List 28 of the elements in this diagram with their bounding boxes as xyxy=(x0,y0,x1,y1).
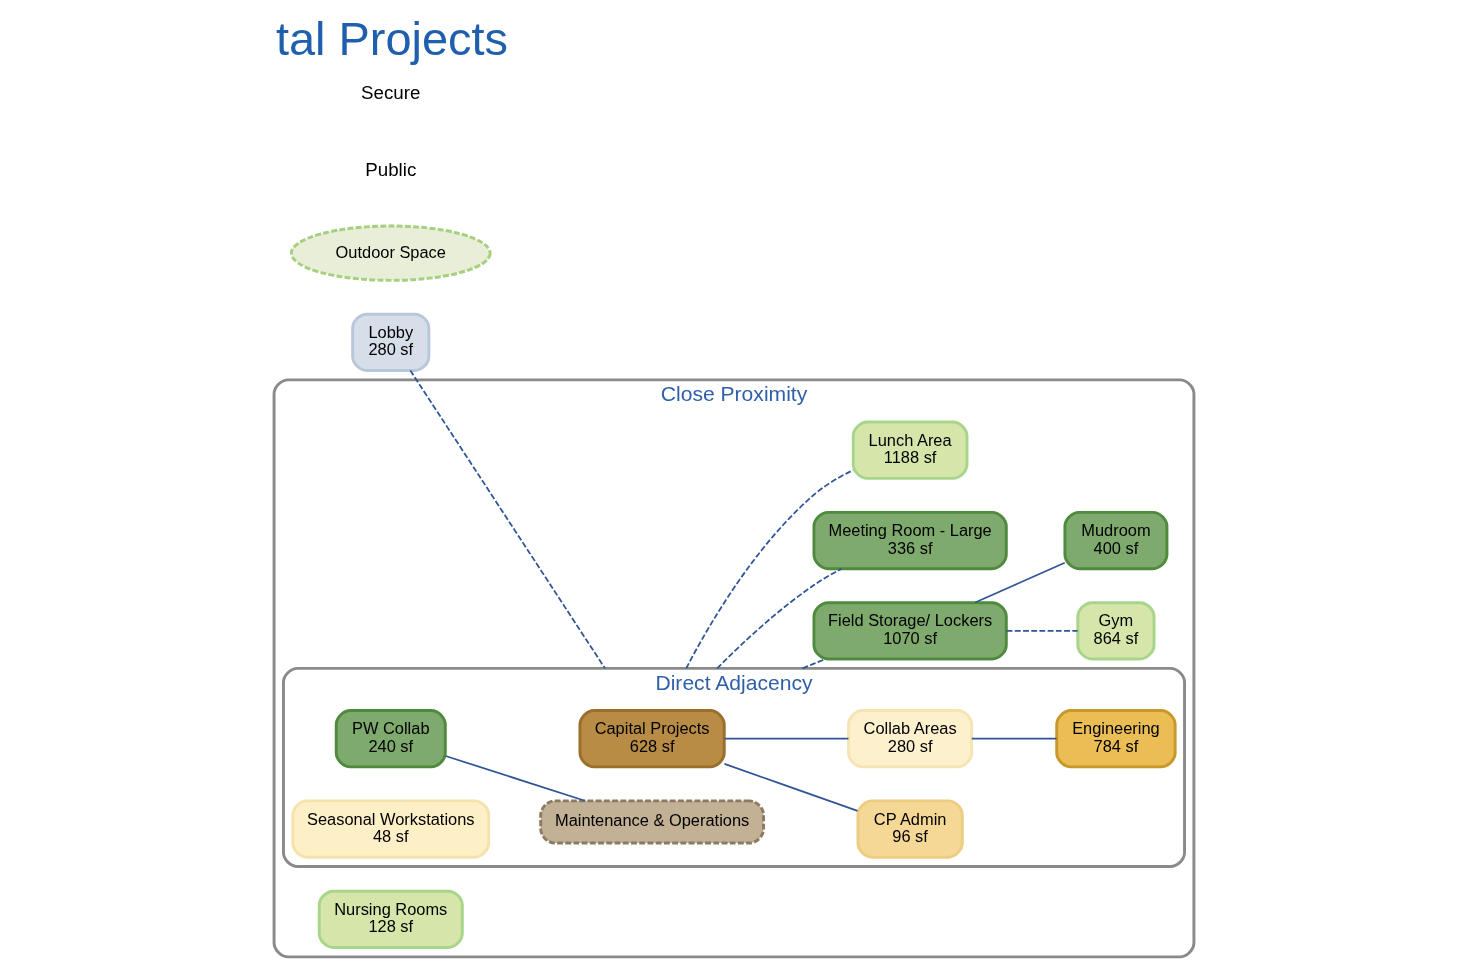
connector xyxy=(444,755,586,802)
node-box: CP Admin 96 sf xyxy=(856,799,964,859)
label: Public xyxy=(365,158,417,180)
diagram-title: tal Projects xyxy=(275,12,508,65)
node-box: Meeting Room - Large 336 sf xyxy=(812,510,1008,571)
node-box: Gym 864 sf xyxy=(1076,601,1156,661)
connector xyxy=(1005,629,1079,632)
node-box: Seasonal Workstations 48 sf xyxy=(291,799,491,859)
connector xyxy=(970,737,1058,740)
connector xyxy=(974,561,1066,604)
connector xyxy=(409,369,606,670)
node-ellipse: Outdoor Space xyxy=(289,224,492,282)
connector xyxy=(685,469,854,670)
node-box: PW Collab 240 sf xyxy=(334,709,447,769)
node-box: Nursing Rooms 128 sf xyxy=(317,889,464,949)
node-box: Lobby 280 sf xyxy=(351,312,431,372)
node-box: Mudroom 400 sf xyxy=(1063,510,1169,571)
node-box: Capital Projects 628 sf xyxy=(578,709,726,769)
label: Secure xyxy=(361,82,421,104)
connector xyxy=(723,763,859,812)
node-box: Maintenance & Operations xyxy=(539,799,765,845)
connector xyxy=(723,737,850,740)
node-box: Engineering 784 sf xyxy=(1055,709,1177,769)
node-box: Lunch Area 1188 sf xyxy=(851,420,969,480)
connector xyxy=(801,658,827,670)
node-box: Field Storage/ Lockers 1070 sf xyxy=(812,601,1008,661)
connector xyxy=(716,567,843,670)
node-box: Collab Areas 280 sf xyxy=(847,709,974,769)
